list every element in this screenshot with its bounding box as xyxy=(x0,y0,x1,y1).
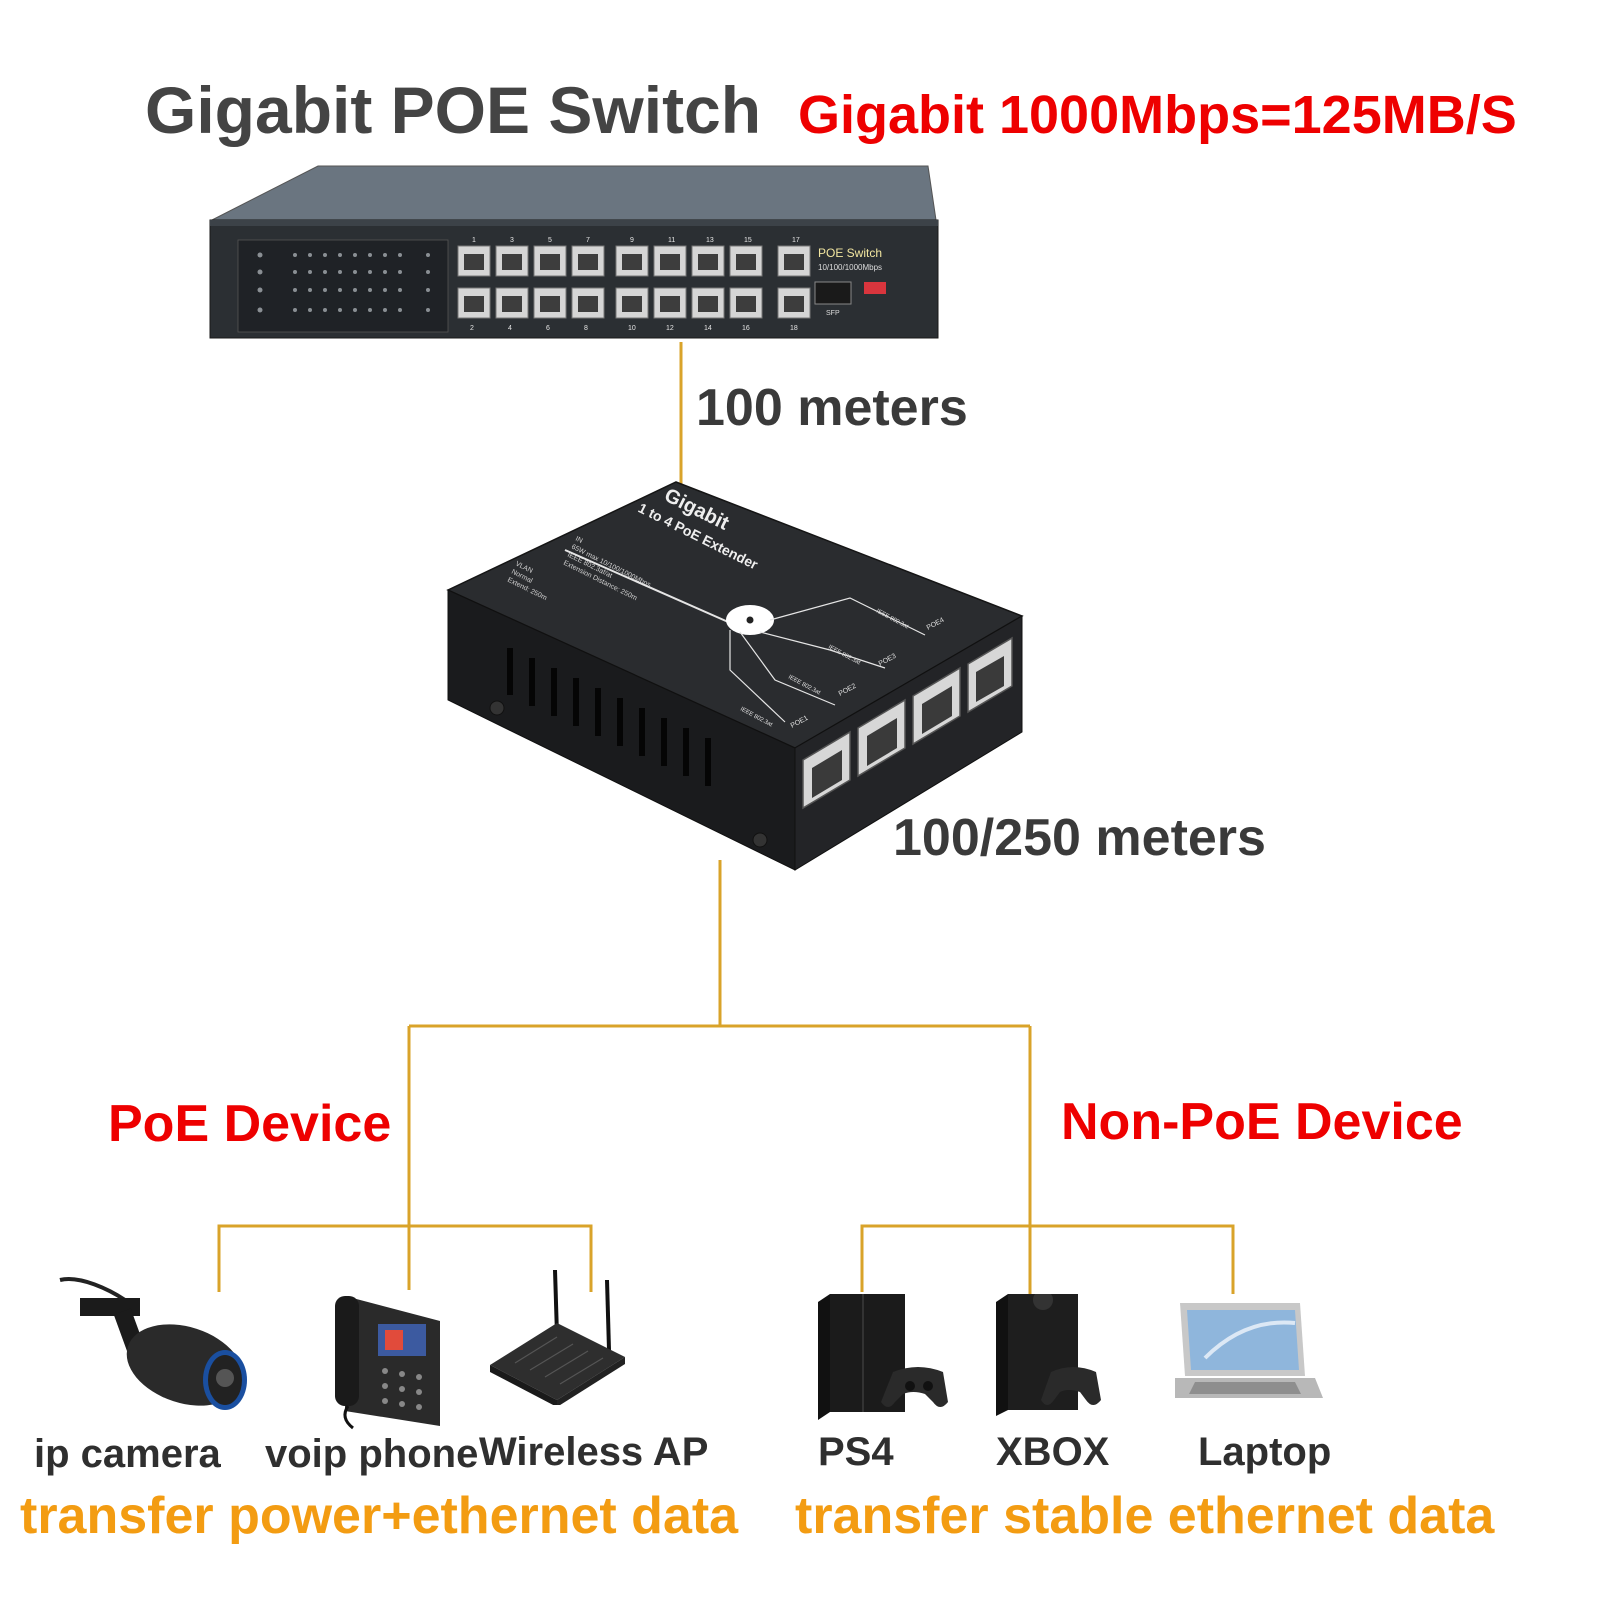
device-label-ps4: PS4 xyxy=(818,1430,894,1474)
switch-port-socket xyxy=(622,254,642,270)
switch-port-socket xyxy=(660,296,680,312)
switch-port-number: 14 xyxy=(704,325,712,332)
switch-port-socket xyxy=(698,296,718,312)
switch-port-socket xyxy=(540,296,560,312)
switch-port-socket xyxy=(464,296,484,312)
switch-sfp-label: SFP xyxy=(826,310,840,317)
switch-port-number: 11 xyxy=(668,237,675,244)
ip-camera-icon xyxy=(59,1277,247,1410)
switch-port-number: 13 xyxy=(706,237,714,244)
switch-port-number: 18 xyxy=(790,325,798,332)
xbox-icon xyxy=(996,1294,1101,1416)
device-label-ip-camera: ip camera xyxy=(34,1432,221,1476)
switch-port-socket xyxy=(736,296,756,312)
switch-port-socket xyxy=(784,296,804,312)
switch-port-socket xyxy=(540,254,560,270)
switch-port-socket xyxy=(736,254,756,270)
switch-panel-sub: 10/100/1000Mbps xyxy=(818,263,882,272)
switch-port xyxy=(777,287,811,319)
switch-port-number: 7 xyxy=(586,237,590,244)
switch-port-number: 3 xyxy=(510,237,514,244)
non-poe-group-title: Non-PoE Device xyxy=(1061,1093,1463,1151)
device-label-laptop: Laptop xyxy=(1198,1430,1332,1474)
switch-port-number: 15 xyxy=(744,237,752,244)
poe-description: transfer power+ethernet data xyxy=(20,1487,739,1545)
switch-port-number: 6 xyxy=(546,325,550,332)
voip-phone-icon xyxy=(335,1296,440,1430)
switch-panel-label: POE Switch xyxy=(818,246,882,260)
device-label-xbox: XBOX xyxy=(996,1430,1110,1474)
extender-spec-line: IN xyxy=(574,536,583,545)
line-poe-bus xyxy=(217,1224,593,1292)
switch-port-socket xyxy=(502,296,522,312)
switch-port-socket xyxy=(578,254,598,270)
switch-port-number: 9 xyxy=(630,237,634,244)
line-nonpoe-bus xyxy=(860,1224,1235,1294)
switch-port-socket xyxy=(622,296,642,312)
ps4-icon xyxy=(818,1294,948,1420)
switch-title: Gigabit POE Switch xyxy=(145,73,762,147)
switch-port-number: 1 xyxy=(472,237,476,244)
device-label-wireless-ap: Wireless AP xyxy=(479,1430,709,1474)
switch-port-socket xyxy=(660,254,680,270)
speed-note: Gigabit 1000Mbps=125MB/S xyxy=(798,85,1517,145)
switch-port-socket xyxy=(784,254,804,270)
switch-port-number: 8 xyxy=(584,325,588,332)
switch-port-number: 10 xyxy=(628,325,636,332)
switch-port-socket xyxy=(464,254,484,270)
switch-port-number: 17 xyxy=(792,237,800,244)
switch-port-number: 5 xyxy=(548,237,552,244)
switch-port-number: 4 xyxy=(508,325,512,332)
distance-label-100-250: 100/250 meters xyxy=(893,809,1266,867)
switch-port-socket xyxy=(502,254,522,270)
non-poe-description: transfer stable ethernet data xyxy=(795,1487,1495,1545)
poe-group-title: PoE Device xyxy=(108,1095,392,1153)
switch-port-socket xyxy=(578,296,598,312)
switch-port-number: 12 xyxy=(666,325,674,332)
switch-port-number: 16 xyxy=(742,325,750,332)
switch-port xyxy=(533,287,567,319)
laptop-icon xyxy=(1175,1303,1323,1398)
device-label-voip-phone: voip phone xyxy=(265,1432,479,1476)
switch-ports xyxy=(457,245,811,319)
switch-port-socket xyxy=(698,254,718,270)
distance-label-100: 100 meters xyxy=(696,379,968,437)
switch-port-number: 2 xyxy=(470,325,474,332)
wireless-ap-icon xyxy=(490,1269,625,1405)
